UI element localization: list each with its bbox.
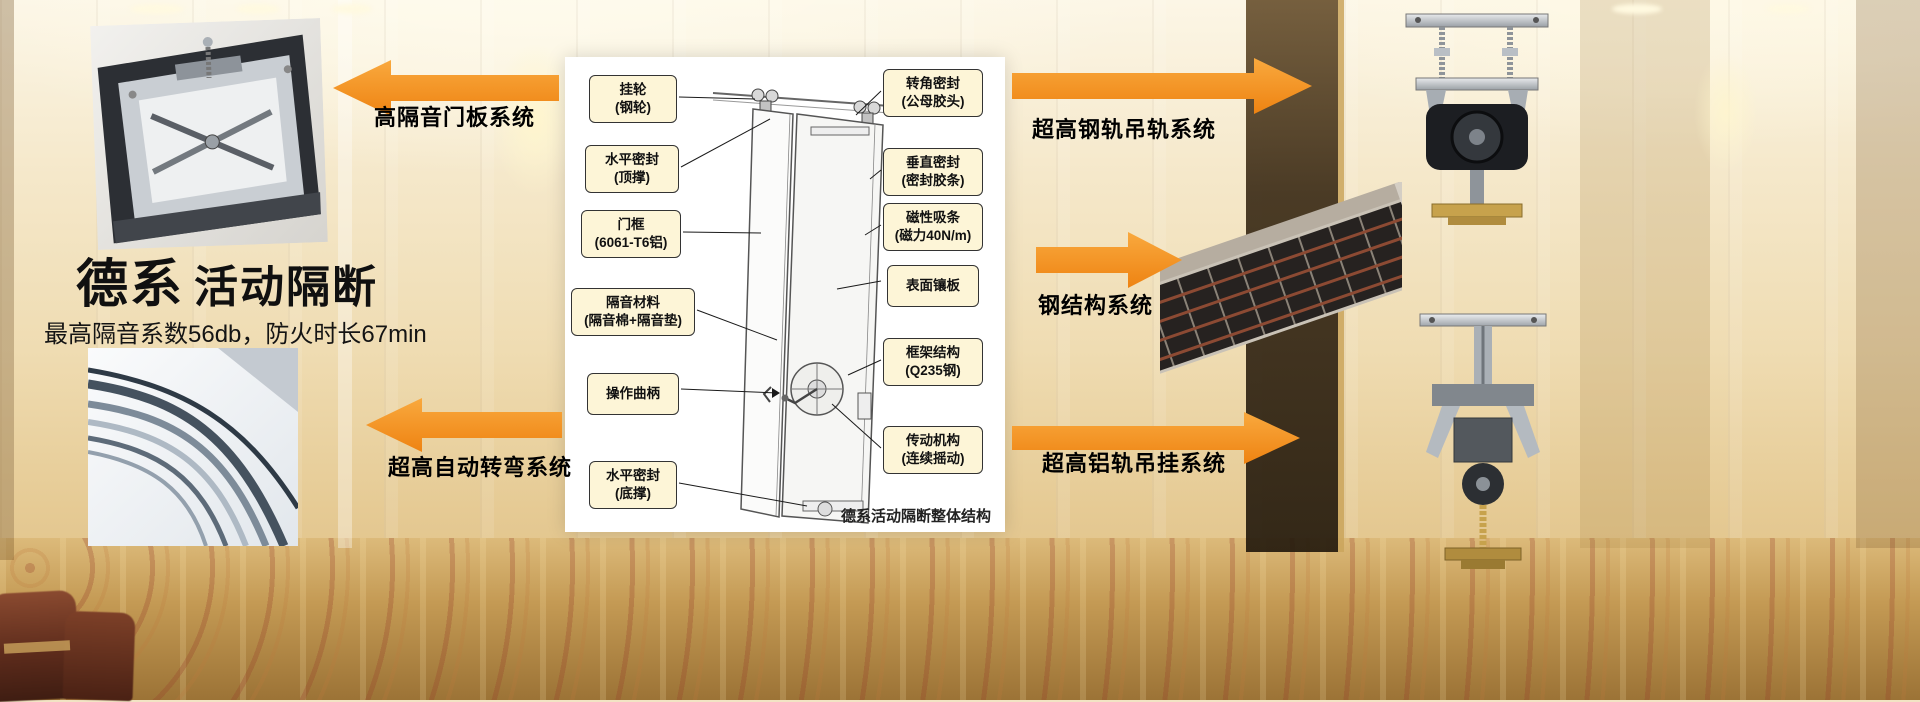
photo-steel-structure (1160, 182, 1402, 378)
ceiling-light (130, 4, 184, 14)
photo-auto-turn-track (88, 348, 298, 546)
arrow-right-steel-structure-icon (1036, 232, 1182, 288)
arrow-left-auto-turn-icon (366, 398, 562, 452)
photo-alu-rail-hanger (1398, 308, 1568, 580)
wall-edge-left (0, 0, 14, 560)
callout-frame-structure: 框架结构 (Q235钢) (883, 338, 983, 387)
wall-highlight-band (338, 0, 352, 548)
wall-shade-band (1580, 0, 1710, 548)
label-door-panel-system: 高隔音门板系统 (374, 105, 536, 130)
ceiling-light (1612, 4, 1662, 14)
label-auto-turn-system: 超高自动转弯系统 (388, 455, 573, 480)
partition-structure-diagram: 挂轮 (钢轮) 水平密封 (顶撑) 门框 (6061-T6铝) 隔音材料 (隔音… (565, 57, 1005, 532)
callout-operating-crank: 操作曲柄 (587, 373, 679, 416)
callout-surface-panel: 表面镶板 (887, 265, 979, 308)
diagram-caption: 德系活动隔断整体结构 (840, 508, 991, 525)
callout-vertical-seal: 垂直密封 (密封胶条) (883, 148, 983, 197)
ceiling-light (1766, 4, 1810, 14)
wall-sconce-glow-right (1694, 52, 1758, 172)
product-name: 活动隔断 (194, 263, 379, 312)
callout-door-frame: 门框 (6061-T6铝) (581, 210, 681, 259)
page-title: 德系 活动隔断 (76, 242, 378, 317)
label-alu-rail-system: 超高铝轨吊挂系统 (1042, 451, 1227, 476)
brand-name: 德系 (76, 256, 185, 314)
callout-hanging-wheel: 挂轮 (钢轮) (589, 75, 677, 124)
product-subtitle: 最高隔音系数56db，防火时长67min (44, 321, 427, 348)
auto-turn-track-image (88, 348, 298, 546)
label-steel-structure-system: 钢结构系统 (1038, 293, 1154, 318)
callout-horizontal-seal-top: 水平密封 (顶撑) (585, 145, 679, 194)
wall-shade-band-right (1856, 0, 1920, 548)
label-steel-rail-system: 超高钢轨吊轨系统 (1032, 117, 1217, 142)
photo-steel-rail-hanger (1388, 8, 1566, 240)
callout-sound-insulation: 隔音材料 (隔音棉+隔音垫) (571, 288, 695, 337)
partition-door-drawing (678, 88, 904, 524)
banquet-chair (62, 610, 136, 702)
steel-structure-image (1160, 182, 1402, 376)
carpet-floor (0, 538, 1920, 700)
ceiling-light (236, 4, 280, 14)
alu-rail-hanger-image (1419, 313, 1547, 569)
callout-drive-mechanism: 传动机构 (连续摇动) (883, 426, 983, 475)
arrow-left-door-panel-icon (333, 60, 559, 116)
photo-door-panel-mechanism (90, 18, 328, 250)
wall-sconce-glow (492, 44, 578, 196)
callout-horizontal-seal-bottom: 水平密封 (底撑) (589, 461, 677, 510)
door-panel-mechanism-image (90, 18, 328, 250)
arrow-right-steel-rail-icon (1012, 58, 1312, 114)
callout-corner-seal: 转角密封 (公母胶头) (883, 69, 983, 118)
arrow-right-alu-rail-icon (1012, 412, 1300, 464)
steel-rail-hanger-image (1405, 13, 1549, 225)
ceiling-light (332, 4, 372, 14)
callout-magnetic-strip: 磁性吸条 (磁力40N/m) (883, 203, 983, 252)
